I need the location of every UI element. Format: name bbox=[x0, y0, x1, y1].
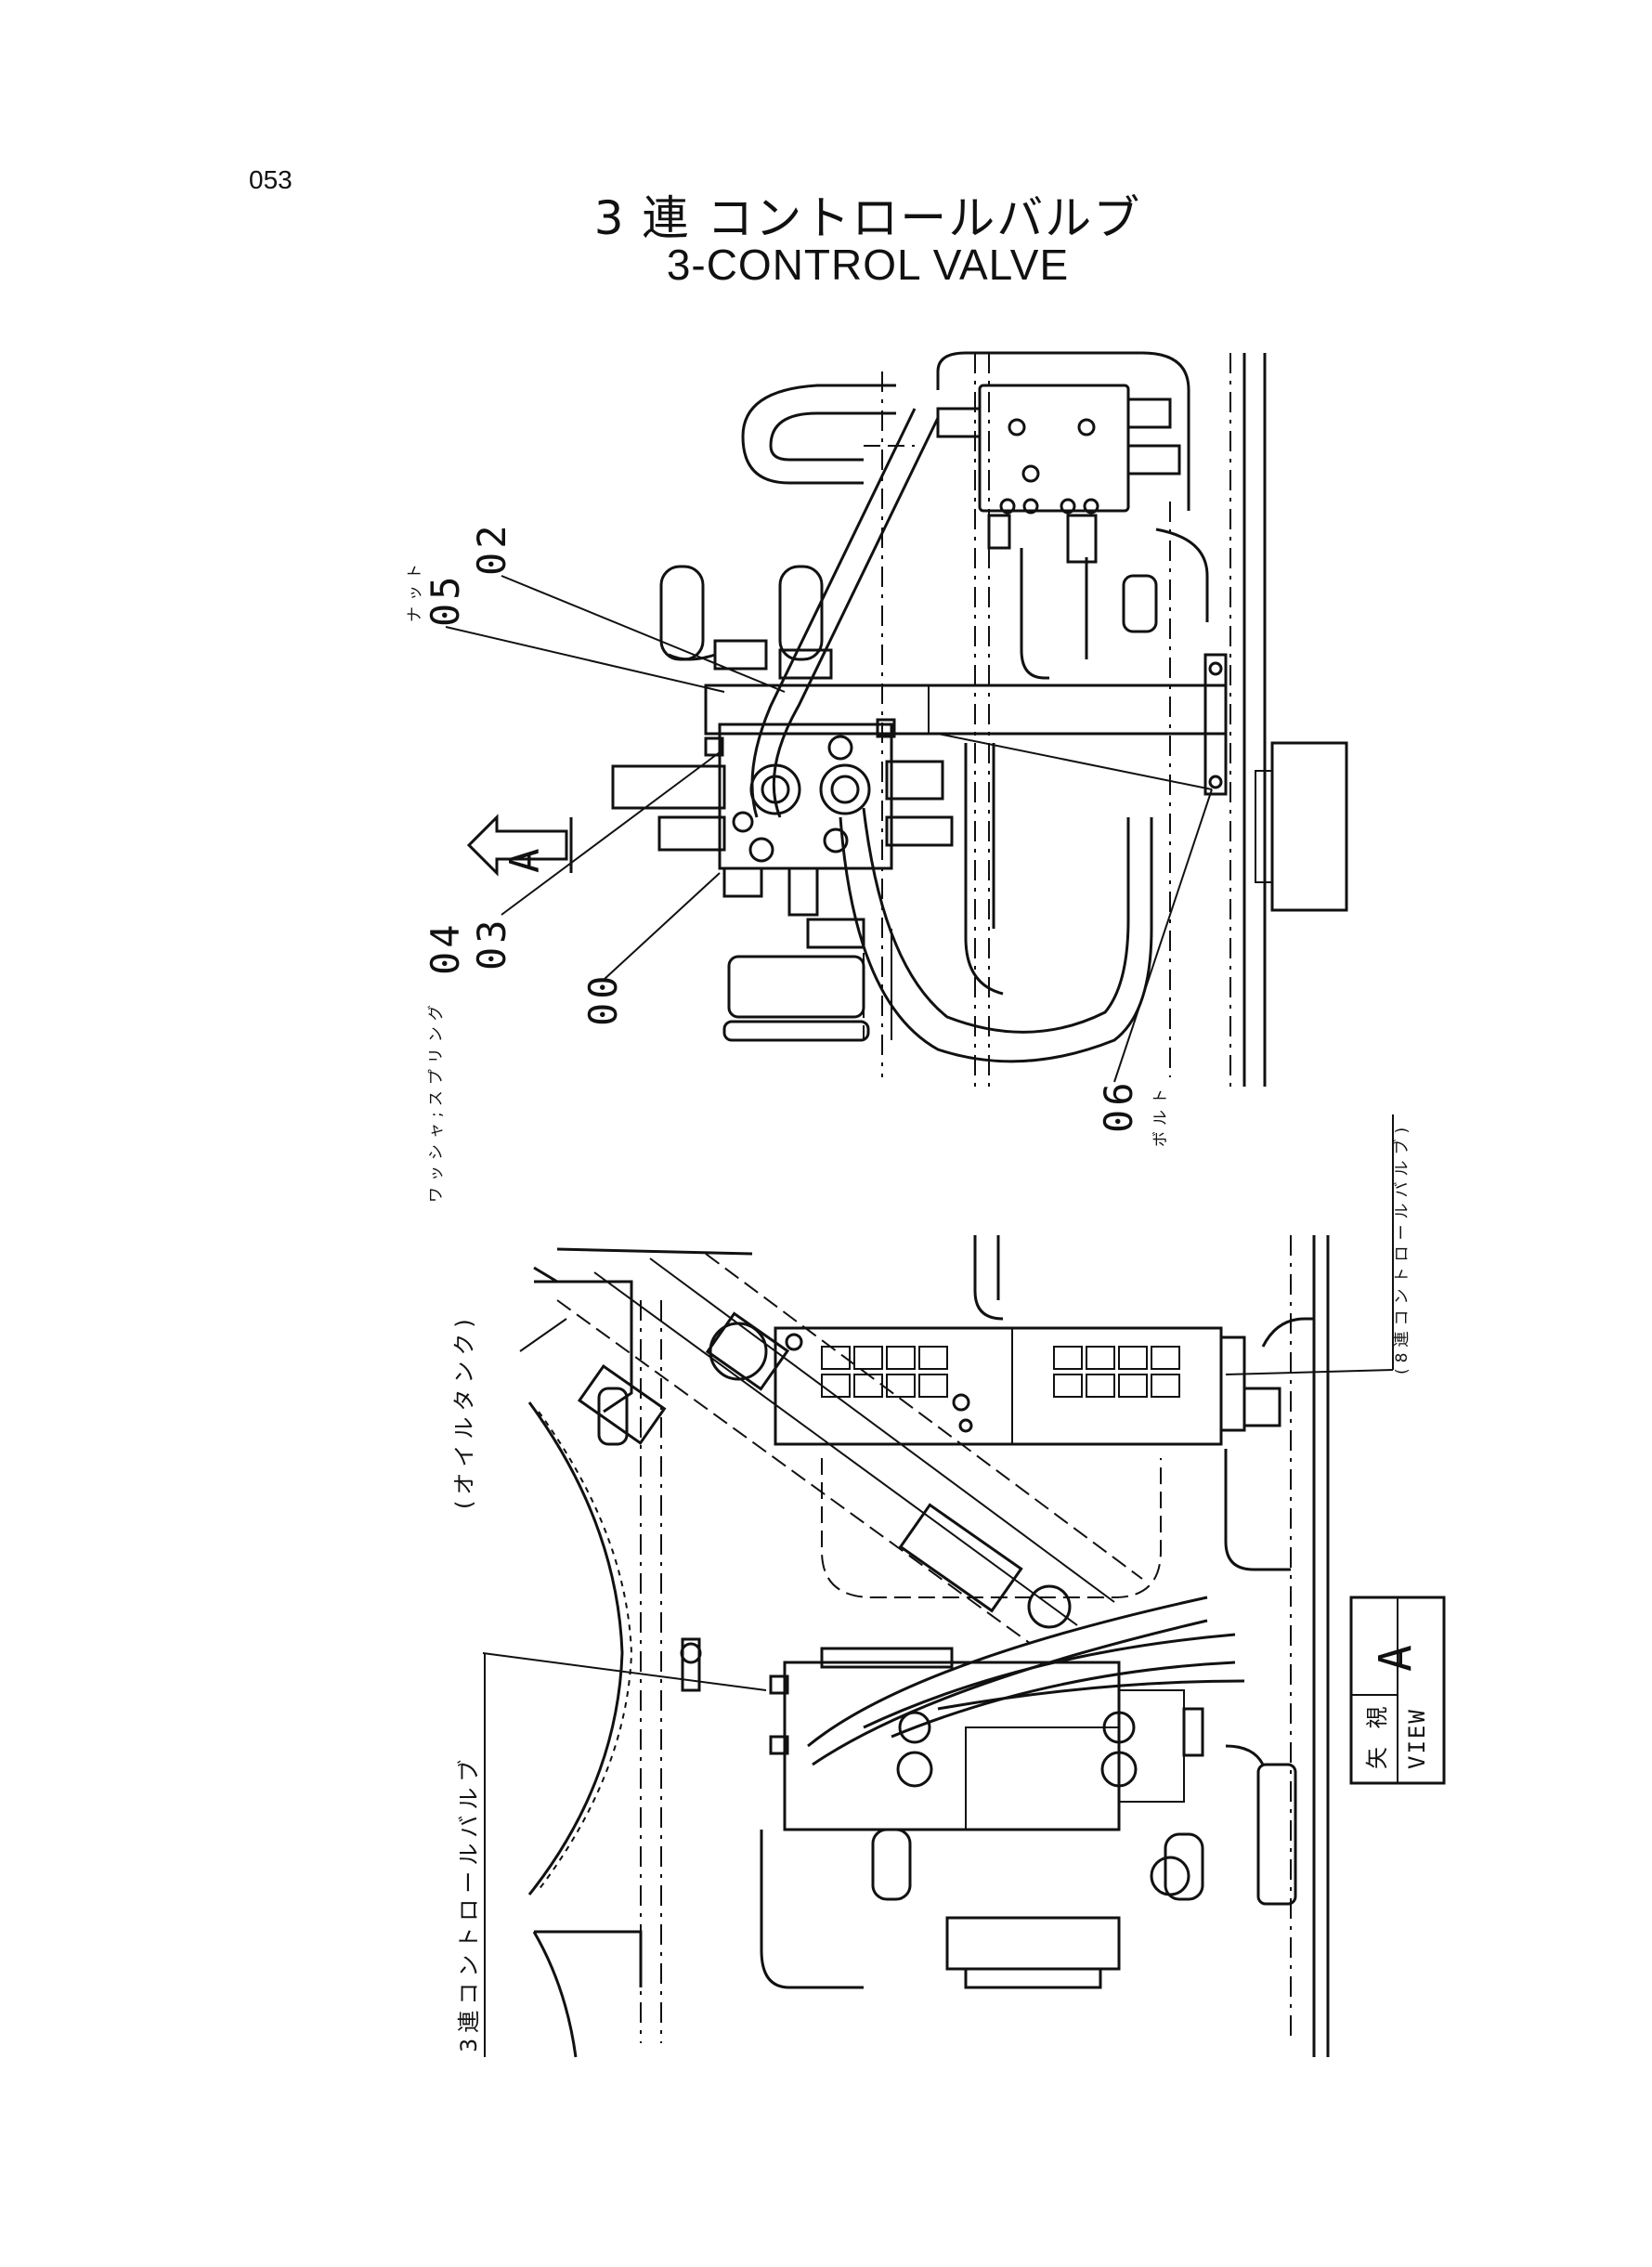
callout-02: 02 bbox=[469, 521, 514, 576]
oil-tank-label: (オイルタンク) bbox=[451, 1313, 477, 1509]
callout-00: 00 bbox=[580, 971, 626, 1026]
view-arrow-letter: A bbox=[501, 844, 549, 874]
page-number: 053 bbox=[249, 165, 293, 194]
view-a-box-frame bbox=[1349, 1596, 1446, 1785]
callout-05: 05 bbox=[423, 572, 468, 627]
page-title-jp: 3 連 コントロールバルブ bbox=[593, 191, 1142, 245]
callout-03: 03 bbox=[469, 916, 514, 971]
view-box-en: VIEW bbox=[1404, 1708, 1430, 1769]
callout-06-name: ボルト bbox=[1151, 1083, 1170, 1147]
callout-05-name: ナット bbox=[406, 558, 424, 622]
three-valve-label: 3連コントロールバルブ bbox=[456, 1753, 482, 2052]
eight-valve-label: (8連コントロールバルブ) bbox=[1393, 1121, 1411, 1375]
lower-view bbox=[482, 1114, 1394, 2058]
callout-04-03-name: ワッシャ;スプリング bbox=[427, 999, 446, 1203]
view-box-letter: A bbox=[1370, 1641, 1422, 1672]
page-title-en: 3-CONTROL VALVE bbox=[666, 241, 1070, 289]
callout-04: 04 bbox=[423, 920, 468, 975]
view-box-jp: 矢 視 bbox=[1364, 1700, 1390, 1769]
upper-view bbox=[445, 351, 1348, 1087]
callout-06: 06 bbox=[1096, 1078, 1141, 1133]
